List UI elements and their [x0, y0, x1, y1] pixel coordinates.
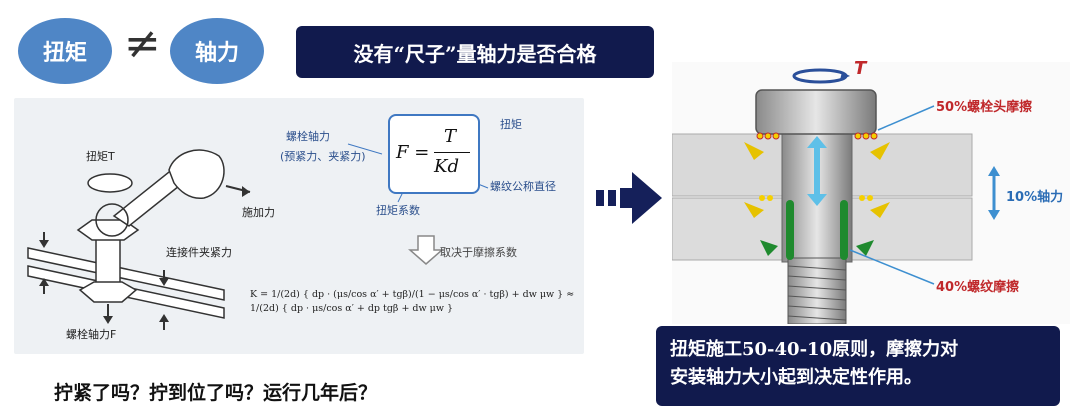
depends-on-friction-label: 取决于摩擦系数 — [440, 246, 517, 259]
principle-line-2: 安装轴力大小起到决定性作用。 — [670, 367, 922, 388]
bolt-axial-force-label: 螺栓轴力 — [286, 130, 330, 143]
torque-label: 扭矩 — [500, 118, 522, 131]
formula-denominator: Kd — [434, 156, 459, 177]
banner-box: 没有“尺子”量轴力是否合格 — [296, 26, 654, 78]
formula-box: F = T Kd — [388, 114, 480, 194]
apply-force-label: 施加力 — [242, 206, 275, 219]
banner-text: 没有“尺子”量轴力是否合格 — [353, 41, 597, 66]
left-diagram-panel: 扭矩T 施加力 连接件夹紧力 螺栓轴力F 螺栓轴力 (预紧力、夹紧力) 扭矩 螺… — [14, 98, 584, 354]
axial-circle-label: 轴力 — [194, 41, 239, 66]
torque-t-label: 扭矩T — [86, 150, 115, 163]
torque-coeff-label: 扭矩系数 — [376, 204, 420, 217]
k-coefficient-formula: K = 1/(2d) { dp · (μs/cos α′ + tgβ)/(1 −… — [250, 289, 575, 314]
axial-circle: 轴力 — [170, 18, 264, 84]
formula-fraction-bar — [434, 152, 470, 153]
bolt-wrench-illustration — [27, 143, 489, 330]
bolt-axial-f-label: 螺栓轴力F — [66, 328, 117, 341]
principle-line-1: 扭矩施工50-40-10原则，摩擦力对 — [670, 339, 959, 360]
t-label: T — [854, 58, 867, 79]
navy-arrow-icon — [596, 172, 662, 224]
preload-label: (预紧力、夹紧力) — [280, 150, 366, 163]
right-bolt-diagram: T 50%螺栓头摩擦 10%轴力 40%螺纹摩擦 — [672, 58, 1070, 324]
thread-friction-label: 40%螺纹摩擦 — [936, 280, 1020, 295]
torque-circle-label: 扭矩 — [42, 41, 87, 66]
torque-circle: 扭矩 — [18, 18, 112, 84]
formula-numerator: T — [444, 126, 457, 147]
axial-share-label: 10%轴力 — [1006, 190, 1064, 205]
head-friction-label: 50%螺栓头摩擦 — [936, 100, 1033, 115]
principle-box: 扭矩施工50-40-10原则，摩擦力对 安装轴力大小起到决定性作用。 — [656, 326, 1060, 406]
formula-lhs: F = — [396, 142, 430, 163]
bolt-friction-illustration — [672, 62, 1070, 324]
clamp-force-label: 连接件夹紧力 — [166, 246, 232, 259]
tightening-questions: 拧紧了吗？拧到位了吗？运行几年后？ — [54, 382, 378, 404]
not-equal-sign: ≠ — [124, 18, 161, 69]
thread-diameter-label: 螺纹公称直径 — [490, 180, 556, 193]
